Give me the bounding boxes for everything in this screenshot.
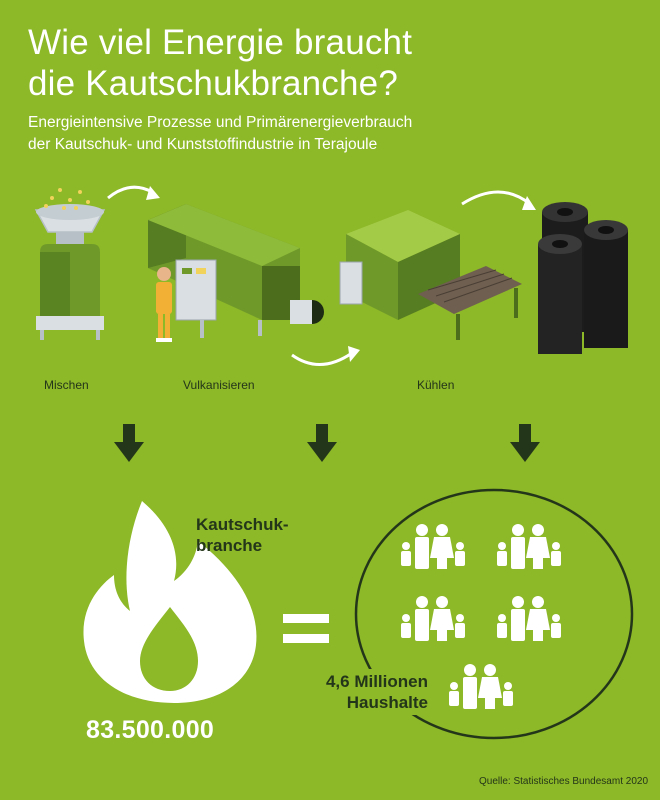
step-label-vulkanisieren: Vulkanisieren (183, 378, 255, 392)
cooling-unit-icon (339, 210, 522, 340)
arrow-down-icon (307, 424, 337, 462)
sector-label-line-2: branche (196, 536, 263, 555)
households-illustration (354, 488, 634, 740)
households-label: 4,6 Millionen Haushalte (306, 669, 432, 715)
sector-label-line-1: Kautschuk- (196, 515, 289, 534)
process-illustration (34, 185, 628, 366)
curved-arrow-icon (107, 185, 531, 366)
sector-label: Kautschuk- branche (196, 514, 289, 556)
page-subtitle: Energieintensive Prozesse und Primärener… (28, 112, 628, 156)
source-note: Quelle: Statistisches Bundesamt 2020 (479, 776, 648, 787)
title-line-2: die Kautschukbranche? (28, 64, 399, 103)
equals-icon (283, 614, 329, 644)
energy-value: 83.500.000 (86, 716, 215, 744)
step-label-kuehlen: Kühlen (417, 378, 455, 392)
arrow-down-icon (510, 424, 540, 462)
step-label-mischen: Mischen (44, 378, 89, 392)
title-line-1: Wie viel Energie braucht (28, 23, 413, 62)
rubber-rolls-icon (538, 202, 628, 354)
subtitle-line-1: Energieintensive Prozesse und Primärener… (28, 114, 413, 131)
households-line-2: Haushalte (346, 693, 428, 712)
households-line-1: 4,6 Millionen (325, 672, 428, 691)
arrow-down-icon (114, 424, 144, 462)
flame-icon (83, 501, 257, 703)
page-title: Wie viel Energie braucht die Kautschukbr… (28, 22, 628, 104)
vulcanizer-machine-icon (148, 204, 324, 342)
mixer-icon (34, 188, 106, 340)
subtitle-line-2: der Kautschuk- und Kunststoffindustrie i… (28, 136, 378, 153)
